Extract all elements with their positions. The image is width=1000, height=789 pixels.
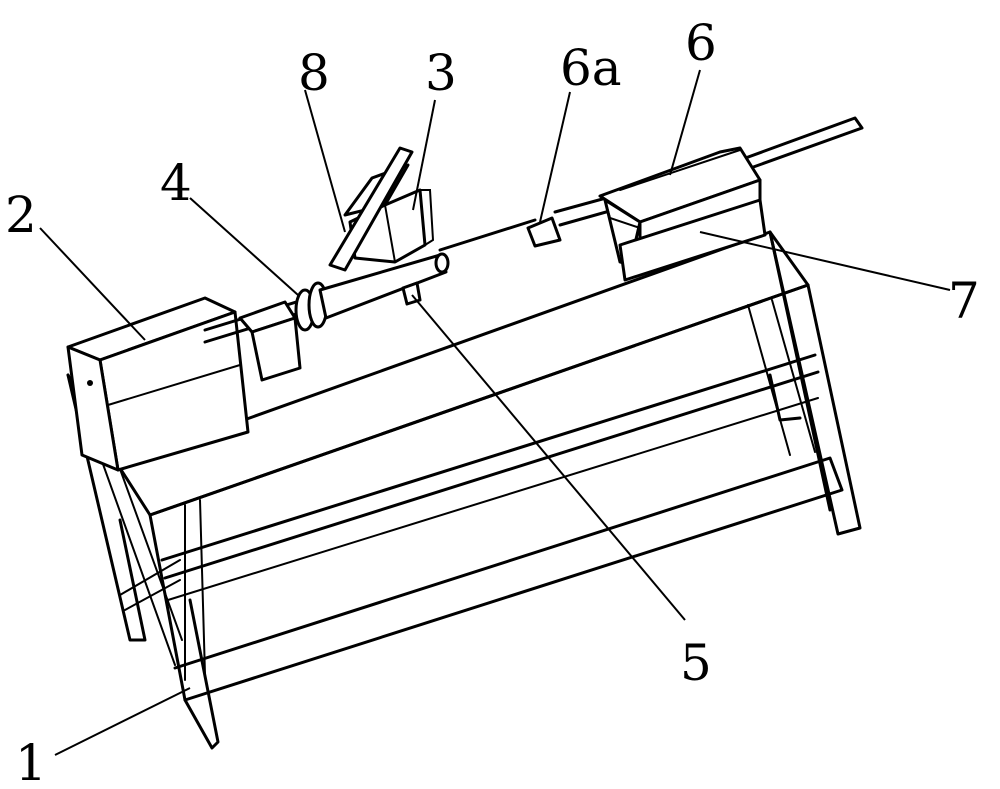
bearing-block: [238, 300, 302, 382]
label-feeder: 3: [425, 44, 457, 102]
label-stop: 5: [680, 634, 712, 692]
label-slide-base: 7: [948, 272, 980, 330]
label-tailstock: 6: [685, 14, 717, 72]
chuck-assembly: [294, 252, 450, 332]
slide-base: [618, 198, 767, 282]
label-motor: 2: [5, 186, 37, 244]
label-frame: 1: [15, 734, 47, 789]
motor-box: [66, 296, 250, 472]
label-feed-tube: 8: [298, 44, 330, 102]
machine-frame: [66, 230, 862, 750]
label-chuck: 4: [160, 154, 192, 212]
label-tailstock-tip: 6a: [560, 39, 622, 97]
leader-lines: [39, 69, 951, 756]
feed-tube: [328, 146, 414, 272]
